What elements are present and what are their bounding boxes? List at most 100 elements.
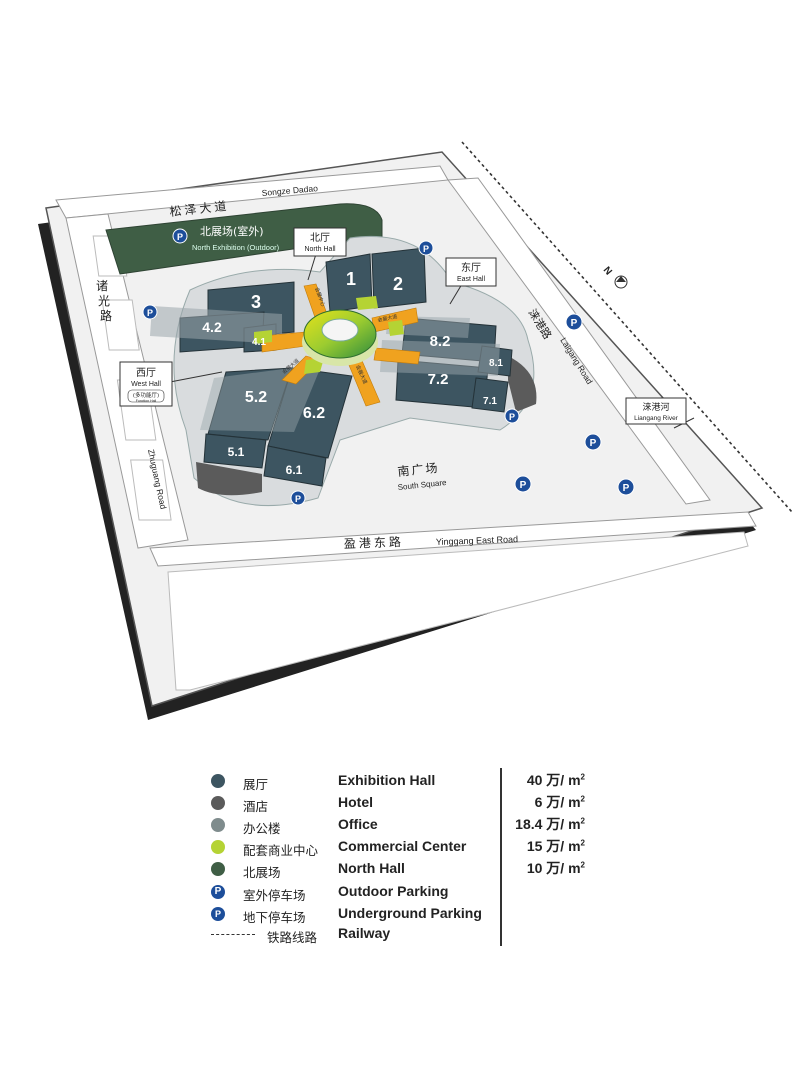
east-hall-callout: 东厅 East Hall [445,257,497,305]
hall-label-7-1: 7.1 [483,396,497,407]
svg-text:P: P [177,232,183,242]
svg-text:P: P [295,494,301,504]
zhuguang-road-label-cn: 诸光路 [96,279,112,323]
hall-6-1 [263,445,327,487]
exhibition-hall-icon [211,774,225,788]
compass-icon: N [601,265,628,289]
legend-en: Underground Parking [338,905,482,921]
parking-marker-outdoor-4 [617,478,635,496]
hotel-building [196,462,262,496]
south-square-label-cn: 南广场 [397,460,440,479]
hall-label-4-1: 4.1 [252,337,266,348]
svg-text:P: P [147,308,153,318]
yinggang-road [149,511,757,567]
svg-text:P: P [509,412,515,422]
parking-marker-underground-2 [142,304,158,320]
hall-6-2 [267,367,353,459]
hall-label-6-1: 6.1 [286,463,303,477]
parcel-west-2 [101,299,140,351]
corridor-label-east: 会展大道 [377,313,398,324]
corridor-east-2 [373,347,421,365]
office-icon [211,818,225,832]
commercial-icon [211,840,225,854]
parcel-west-4 [130,459,172,521]
venue-map: P 北展场(室外) North Exhibition (Outdoor) 松泽大… [38,141,793,720]
svg-text:北厅: 北厅 [310,232,330,244]
hall-label-5-1: 5.1 [228,445,245,459]
legend-en: Outdoor Parking [338,883,449,899]
legend-area: 15 万/ m2 [526,838,585,854]
songze-road-label-en: Songze Dadao [261,183,318,198]
railway-line-icon [211,934,255,935]
legend-row-exhibition: 展厅 Exhibition Hall 40 万/ m2 [205,772,605,792]
parking-marker-outdoor-1 [565,313,583,331]
parking-marker-underground-1 [418,240,434,256]
hall-5-2 [207,367,293,441]
legend-row-outdoor-parking: P 室外停车场 Outdoor Parking [205,883,605,903]
legend-cn: 办公楼 [243,821,281,836]
legend-separator [500,768,502,946]
office-overlay-east [380,340,500,376]
north-exhibition-label-en: North Exhibition (Outdoor) [192,243,280,252]
hall-label-6-2: 6.2 [303,405,325,422]
west-hall-callout: 西厅 West Hall (多功能厅) Function Hall [119,361,223,407]
legend-row-north-hall: 北展场 North Hall 10 万/ m2 [205,860,605,880]
svg-text:涞港河: 涞港河 [642,401,669,413]
legend-row-commercial: 配套商业中心 Commercial Center 15 万/ m2 [205,838,605,858]
parcel-south [167,531,749,691]
svg-text:西厅: 西厅 [136,368,156,379]
hall-label-8-2: 8.2 [430,333,451,350]
parking-marker-underground-4 [290,490,306,506]
hall-1 [371,247,427,309]
svg-text:P: P [571,318,578,329]
central-ring-hole [321,318,359,342]
north-hall-callout: 北厅 North Hall [293,227,347,281]
legend-en: Exhibition Hall [338,772,436,788]
svg-text:(多功能厅): (多功能厅) [133,391,159,399]
north-exhibition-label-cn: 北展场(室外) [200,224,264,238]
yinggang-road-label-en: Yinggang East Road [436,534,519,547]
river-callout: 涞港河 Liangang River [625,397,695,429]
hall-label-8-1: 8.1 [489,358,503,369]
legend-en: Hotel [338,794,373,810]
legend-en: Commercial Center [338,838,467,854]
legend-row-office: 办公楼 Office 18.4 万/ m2 [205,816,605,836]
legend-en: North Hall [338,860,405,876]
legend-cn: 铁路线路 [267,930,318,945]
legend-cn: 展厅 [243,777,269,792]
legend-cn: 配套商业中心 [243,843,319,858]
legend-cn: 地下停车场 [243,910,306,925]
legend-area: 10 万/ m2 [526,860,585,876]
hall-label-4-2: 4.2 [202,319,222,335]
parking-marker-outdoor-3 [514,475,532,493]
svg-text:Function Hall: Function Hall [136,399,157,403]
legend-area: 18.4 万/ m2 [515,816,585,832]
legend-row-hotel: 酒店 Hotel 6 万/ m2 [205,794,605,814]
legend-en: Office [338,816,378,832]
svg-text:East Hall: East Hall [457,276,485,283]
hall-label-5-2: 5.2 [245,389,267,406]
legend-cn: 室外停车场 [243,888,306,903]
parking-marker-outdoor-2 [584,433,602,451]
legend-row-underground-parking: P 地下停车场 Underground Parking [205,905,605,925]
hotel-building-east [508,356,537,412]
legend-cn: 酒店 [243,799,269,814]
hotel-icon [211,796,225,810]
svg-text:North Hall: North Hall [304,246,336,253]
hall-numbers: 1 2 3 4.2 4.1 5.2 5.1 6.2 6.1 7.2 7.1 8.… [202,269,503,477]
underground-parking-icon: P [211,907,225,921]
legend-area: 40 万/ m2 [526,772,585,788]
corridors [261,283,421,407]
office-overlay-west [150,306,282,344]
svg-text:P: P [423,244,429,254]
svg-text:Liangang River: Liangang River [634,415,679,422]
commercial-north [356,296,378,310]
hall-label-7-2: 7.2 [428,371,449,388]
legend-en: Railway [338,925,391,941]
yinggang-road-label-cn: 盈港东路 [344,534,405,551]
legend-area: 6 万/ m2 [534,794,585,810]
map-legend: 展厅 Exhibition Hall 40 万/ m2 酒店 Hotel 6 万… [205,766,605,956]
hall-label-2: 1 [346,269,356,289]
hall-7-1 [471,377,509,413]
outdoor-parking-icon: P [211,885,225,899]
